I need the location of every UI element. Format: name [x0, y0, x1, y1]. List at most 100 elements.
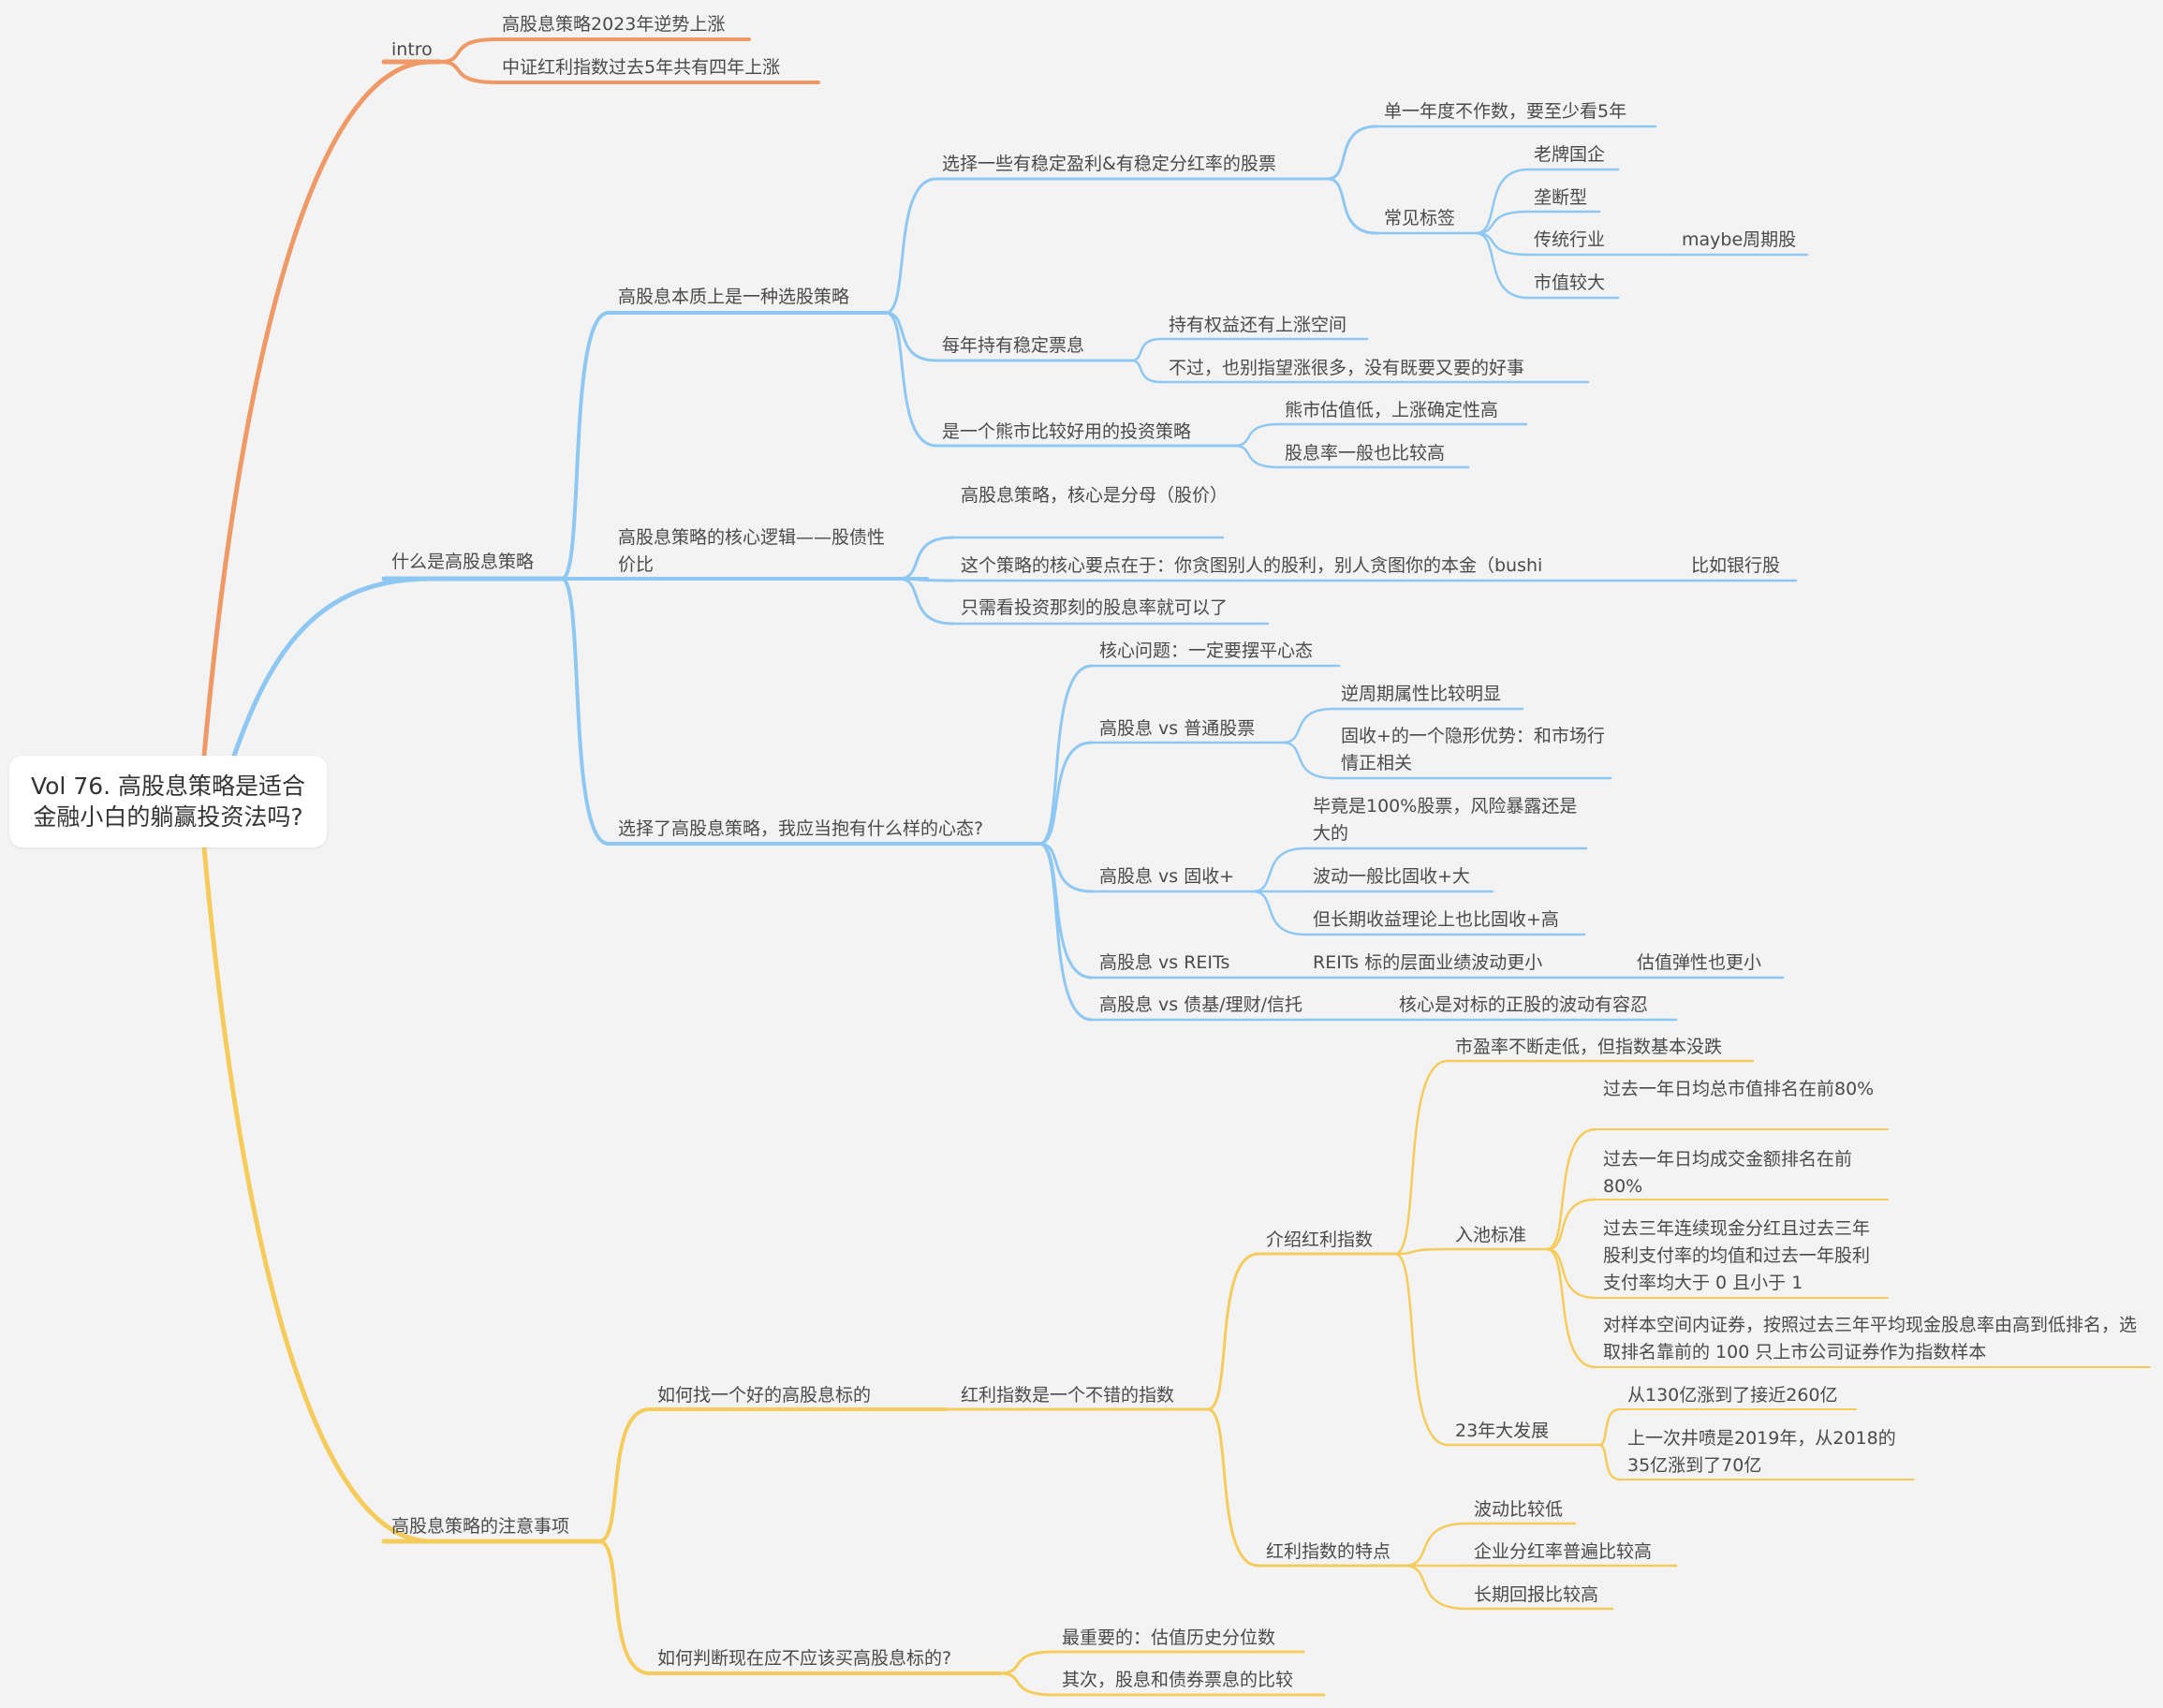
branch-line: [201, 59, 434, 758]
connector-line: [1393, 1252, 1449, 1447]
node-pool-item[interactable]: 过去一年日均总市值排名在前80%: [1603, 1079, 1875, 1099]
node-index-intro[interactable]: 介绍红利指数: [1266, 1229, 1374, 1250]
node-judge-item[interactable]: 最重要的：估值历史分位数: [1062, 1627, 1276, 1648]
node-vs-fixed-item[interactable]: 毕竟是100%股票，风险暴露还是大的: [1313, 796, 1578, 844]
node-vs-reits[interactable]: 高股息 vs REITs: [1099, 952, 1230, 973]
node-intro-item[interactable]: 中证红利指数过去5年共有四年上涨: [502, 57, 781, 78]
node-what[interactable]: 什么是高股息策略: [391, 552, 535, 572]
connector-line: [1326, 177, 1378, 235]
connector-line: [1281, 707, 1335, 744]
node-select[interactable]: 选择一些有稳定盈利&有稳定分红率的股票: [942, 154, 1276, 174]
node-growth-item[interactable]: 上一次井喷是2019年，从2018的35亿涨到了70亿: [1627, 1428, 1896, 1476]
node-yearly[interactable]: 每年持有稳定票息: [942, 335, 1085, 356]
connector-line: [1206, 1252, 1260, 1411]
connector-line: [1037, 664, 1094, 846]
connector-line: [1326, 125, 1378, 181]
connector-line: [1037, 842, 1094, 893]
connector-line: [1474, 168, 1530, 235]
connector-line: [1232, 422, 1281, 448]
node-vs-stock[interactable]: 高股息 vs 普通股票: [1099, 718, 1256, 739]
node-intro[interactable]: intro: [391, 39, 433, 60]
node-logic[interactable]: 高股息策略的核心逻辑——股债性价比: [618, 527, 886, 575]
connector-line: [1474, 231, 1530, 300]
node-pool-item[interactable]: 对样本空间内证券，按照过去三年平均现金股息率由高到低排名，选取排名靠前的 100…: [1603, 1315, 2138, 1362]
node-logic-item[interactable]: 这个策略的核心要点在于：你贪图别人的股利，别人贪图你的本金（bushi: [961, 555, 1543, 576]
node-tags[interactable]: 常见标签: [1384, 208, 1456, 228]
connector-line: [1393, 1247, 1449, 1256]
node-pool-item[interactable]: 过去三年连续现金分红且过去三年股利支付率的均值和过去一年股利支付率均大于 0 且…: [1603, 1218, 1871, 1293]
node-growth-item[interactable]: 从130亿涨到了接近260亿: [1627, 1385, 1838, 1406]
connector-line: [1206, 1407, 1260, 1568]
node-pe[interactable]: 市盈率不断走低，但指数基本没跌: [1455, 1037, 1723, 1057]
connector-line: [998, 1650, 1056, 1675]
connector-line: [897, 577, 955, 626]
node-growth[interactable]: 23年大发展: [1455, 1421, 1550, 1441]
connector-line: [438, 60, 498, 84]
node-judge-item[interactable]: 其次，股息和债券票息的比较: [1062, 1670, 1294, 1690]
node-yearly-item[interactable]: 不过，也别指望涨很多，没有既要又要的好事: [1169, 358, 1525, 378]
connector-line: [884, 177, 938, 315]
node-tag[interactable]: 传统行业: [1534, 229, 1606, 250]
node-index[interactable]: 红利指数是一个不错的指数: [961, 1385, 1175, 1406]
connector-line: [438, 37, 498, 64]
node-vs-stock-item[interactable]: 逆周期属性比较明显: [1341, 684, 1502, 704]
node-vs-stock-item[interactable]: 固收+的一个隐形优势：和市场行情正相关: [1341, 726, 1605, 773]
node-find[interactable]: 如何找一个好的高股息标的: [657, 1385, 872, 1406]
node-vs-fixed[interactable]: 高股息 vs 固收+: [1099, 866, 1235, 887]
node-essence[interactable]: 高股息本质上是一种选股策略: [618, 287, 850, 307]
node-pool[interactable]: 入池标准: [1455, 1225, 1527, 1245]
node-pool-item[interactable]: 过去一年日均成交金额排名在前80%: [1603, 1149, 1853, 1197]
connector-line: [597, 1539, 652, 1675]
node-trait[interactable]: 企业分红率普遍比较高: [1474, 1541, 1653, 1562]
node-vs-bond-item[interactable]: 核心是对标的正股的波动有容忍: [1399, 994, 1649, 1015]
node-bear[interactable]: 是一个熊市比较好用的投资策略: [942, 421, 1192, 442]
connector-line: [1129, 337, 1163, 362]
node-tag[interactable]: 垄断型: [1534, 187, 1588, 208]
connector-line: [897, 536, 955, 581]
node-tag[interactable]: 老牌国企: [1534, 144, 1606, 165]
branch-line: [201, 845, 434, 1544]
connector-line: [1037, 741, 1094, 846]
node-bear-item[interactable]: 股息率一般也比较高: [1285, 443, 1446, 464]
node-yearly-item[interactable]: 持有权益还有上涨空间: [1169, 315, 1347, 335]
node-logic-item[interactable]: 高股息策略，核心是分母（股价）: [961, 485, 1229, 506]
node-mindset[interactable]: 选择了高股息策略，我应当抱有什么样的心态?: [618, 818, 984, 839]
node-select-note[interactable]: 单一年度不作数，要至少看5年: [1384, 101, 1627, 122]
node-vs-fixed-item[interactable]: 波动一般比固收+大: [1313, 866, 1470, 887]
connector-line: [1545, 1247, 1597, 1300]
connector-line: [884, 311, 938, 448]
root-topic[interactable]: Vol 76. 高股息策略是适合金融小白的躺赢投资法吗?: [9, 756, 327, 847]
node-mindset-core[interactable]: 核心问题：一定要摆平心态: [1099, 640, 1314, 661]
node-tag[interactable]: 市值较大: [1534, 272, 1606, 293]
connector-line: [1545, 1127, 1597, 1251]
node-vs-fixed-item[interactable]: 但长期收益理论上也比固收+高: [1313, 909, 1559, 930]
node-vs-bond[interactable]: 高股息 vs 债基/理财/信托: [1099, 994, 1303, 1015]
connector-line: [1037, 842, 1094, 979]
node-vs-reits-sub[interactable]: 估值弹性也更小: [1637, 952, 1762, 973]
connector-line: [1597, 1407, 1622, 1447]
connector-line: [1251, 847, 1307, 893]
connector-line: [1232, 444, 1281, 469]
node-bear-item[interactable]: 熊市估值低，上涨确定性高: [1285, 400, 1499, 420]
node-judge[interactable]: 如何判断现在应不应该买高股息标的?: [657, 1648, 952, 1669]
connector-line: [597, 1407, 652, 1543]
connector-line: [998, 1671, 1056, 1697]
connector-line: [1545, 1247, 1597, 1369]
node-trait[interactable]: 长期回报比较高: [1474, 1584, 1599, 1605]
node-logic-bank-note[interactable]: 比如银行股: [1691, 555, 1781, 576]
node-intro-item[interactable]: 高股息策略2023年逆势上涨: [502, 14, 726, 35]
connector-line: [1597, 1443, 1622, 1481]
connector-line: [1474, 210, 1530, 235]
connector-line: [560, 577, 611, 846]
node-vs-reits-item[interactable]: REITs 标的层面业绩波动更小: [1313, 952, 1543, 973]
connector-line: [1251, 890, 1307, 936]
node-notes[interactable]: 高股息策略的注意事项: [391, 1516, 570, 1537]
connector-line: [1393, 1059, 1449, 1256]
node-tag-note[interactable]: maybe周期股: [1682, 229, 1797, 250]
node-trait[interactable]: 波动比较低: [1474, 1499, 1564, 1520]
connector-line: [1545, 1198, 1597, 1251]
node-traits[interactable]: 红利指数的特点: [1266, 1541, 1391, 1562]
node-logic-item[interactable]: 只需看投资那刻的股息率就可以了: [961, 597, 1229, 618]
